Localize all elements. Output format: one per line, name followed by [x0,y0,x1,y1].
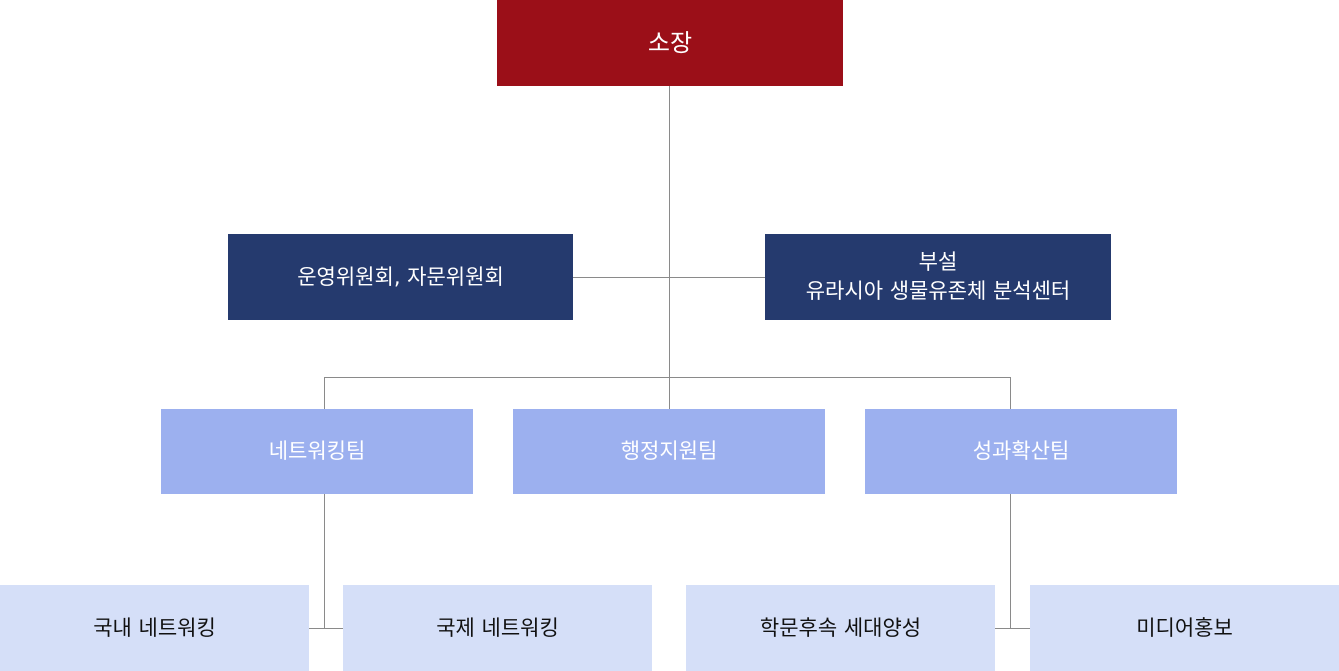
team-admin-support: 행정지원팀 [513,409,825,494]
connector-main-vertical [669,86,670,409]
connector-team3-down [1010,494,1011,628]
connector-level2-horizontal [573,277,765,278]
team-label: 네트워킹팀 [268,439,366,463]
team-outreach: 성과확산팀 [865,409,1177,494]
unit-media-pr: 미디어홍보 [1030,585,1339,671]
team-networking: 네트워킹팀 [161,409,473,494]
unit-label: 국제 네트워킹 [436,615,559,640]
connector-units-right [995,628,1030,629]
committees-label: 운영위원회, 자문위원회 [297,264,504,289]
connector-team1-down [324,494,325,628]
director-box: 소장 [497,0,843,86]
connector-units-left [309,628,343,629]
unit-next-generation: 학문후속 세대양성 [686,585,995,671]
connector-teams-horizontal [324,377,1011,378]
unit-domestic-networking: 국내 네트워킹 [0,585,309,671]
committees-box: 운영위원회, 자문위원회 [228,234,573,320]
unit-label: 학문후속 세대양성 [759,615,922,640]
team-label: 행정지원팀 [620,439,718,463]
center-line2: 유라시아 생물유존체 분석센터 [805,279,1071,303]
team-label: 성과확산팀 [972,439,1070,463]
director-label: 소장 [647,28,693,57]
unit-label: 국내 네트워킹 [93,615,216,640]
analysis-center-box: 부설 유라시아 생물유존체 분석센터 [765,234,1111,320]
connector-team1-up [324,377,325,409]
unit-international-networking: 국제 네트워킹 [343,585,652,671]
unit-label: 미디어홍보 [1136,615,1233,640]
connector-team3-up [1010,377,1011,409]
center-line1: 부설 [918,250,958,274]
